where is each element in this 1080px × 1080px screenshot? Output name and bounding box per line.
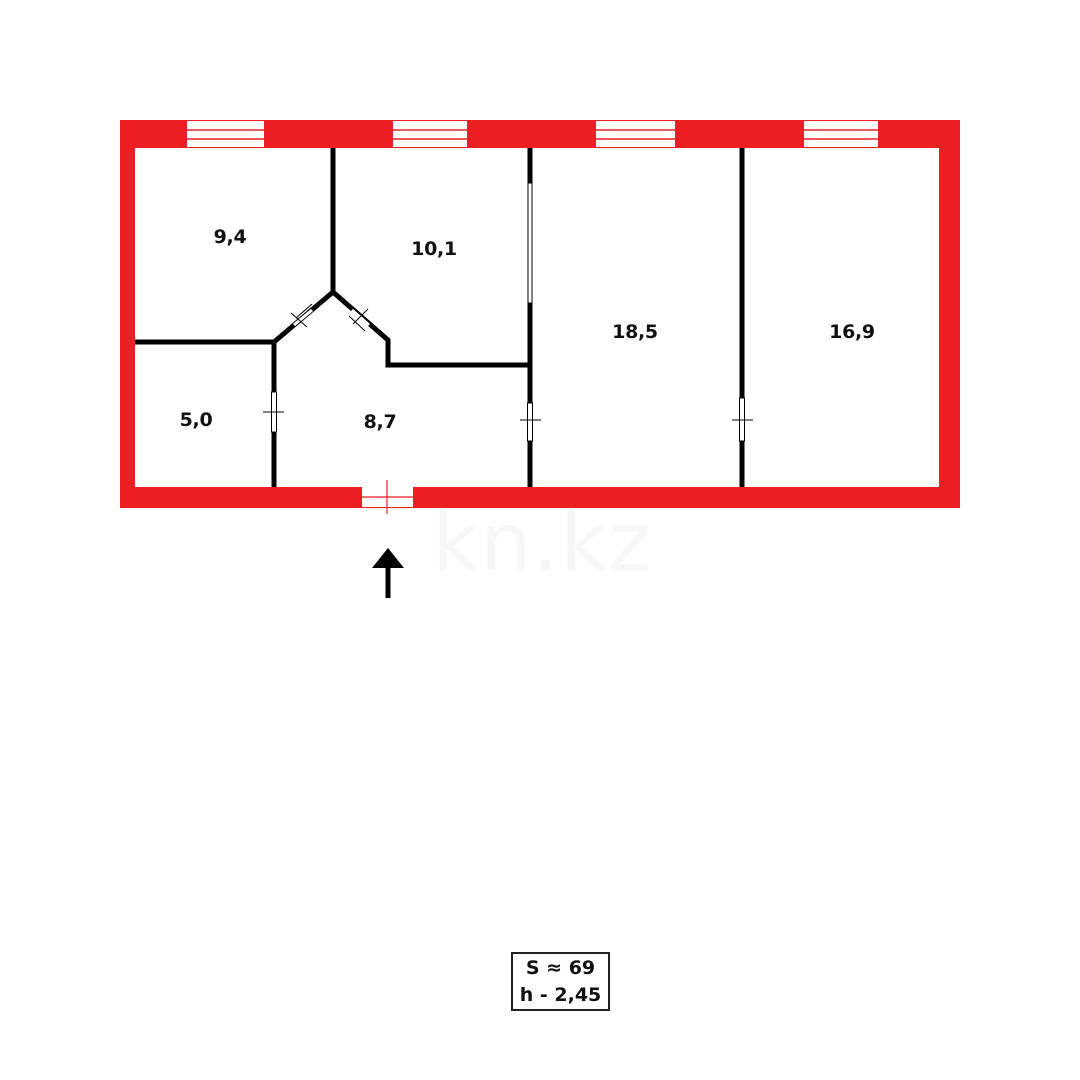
window-4 bbox=[804, 121, 878, 147]
window-2 bbox=[393, 121, 467, 147]
room-area-label: 10,1 bbox=[411, 238, 457, 260]
summary-box: S ≈ 69 h - 2,45 bbox=[511, 952, 610, 1011]
ceiling-height: h - 2,45 bbox=[519, 983, 602, 1006]
door-10-1 bbox=[348, 308, 370, 332]
door-9-4 bbox=[290, 303, 313, 328]
room-area-label: 9,4 bbox=[213, 226, 247, 248]
room-area-label: 5,0 bbox=[179, 409, 213, 431]
entrance-arrow-icon bbox=[372, 548, 404, 598]
room-area-label: 16,9 bbox=[829, 321, 875, 343]
door-16-9 bbox=[732, 397, 753, 442]
entrance-door bbox=[362, 480, 413, 514]
window-3 bbox=[596, 121, 675, 147]
window-1 bbox=[187, 121, 264, 147]
room-area-label: 8,7 bbox=[363, 411, 397, 433]
watermark: kn.kz bbox=[432, 496, 653, 589]
door-18-5 bbox=[520, 402, 541, 442]
total-area: S ≈ 69 bbox=[525, 956, 596, 979]
door-5-0 bbox=[263, 391, 284, 433]
room-area-label: 18,5 bbox=[612, 321, 658, 343]
exterior-walls bbox=[120, 120, 960, 508]
glass-partition bbox=[527, 182, 533, 304]
interior-walls bbox=[135, 148, 745, 487]
